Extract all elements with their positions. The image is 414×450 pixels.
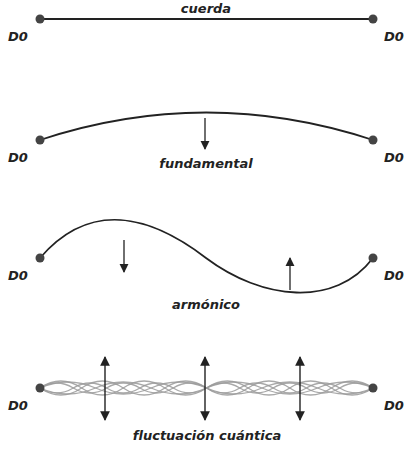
mode-caption: armónico <box>172 297 240 313</box>
string-curve <box>40 113 373 141</box>
brane-label: D0 <box>384 398 404 414</box>
motion-arrow <box>123 240 124 272</box>
mode-caption: fluctuación cuántica <box>133 428 281 444</box>
fluctuation-arrow <box>104 357 105 420</box>
brane-dot <box>36 15 45 24</box>
brane-dot <box>36 384 45 393</box>
brane-label: D0 <box>384 268 404 284</box>
brane-label: D0 <box>8 150 28 166</box>
brane-dot <box>369 136 378 145</box>
brane-label: D0 <box>8 268 28 284</box>
fluctuation-waves <box>40 381 373 395</box>
mode-caption: fundamental <box>159 156 252 172</box>
brane-label: D0 <box>384 150 404 166</box>
motion-arrow <box>204 118 205 149</box>
fluctuation-arrow <box>299 357 300 420</box>
brane-dot <box>36 254 45 263</box>
string-line <box>40 18 373 20</box>
brane-label: D0 <box>384 29 404 45</box>
string-caption: cuerda <box>181 1 231 17</box>
fluctuation-arrow <box>204 357 205 420</box>
brane-label: D0 <box>8 29 28 45</box>
brane-dot <box>369 384 378 393</box>
brane-dot <box>369 15 378 24</box>
brane-label: D0 <box>8 398 28 414</box>
brane-dot <box>369 254 378 263</box>
string-curve <box>40 220 373 293</box>
motion-arrow <box>289 258 290 290</box>
brane-dot <box>36 136 45 145</box>
